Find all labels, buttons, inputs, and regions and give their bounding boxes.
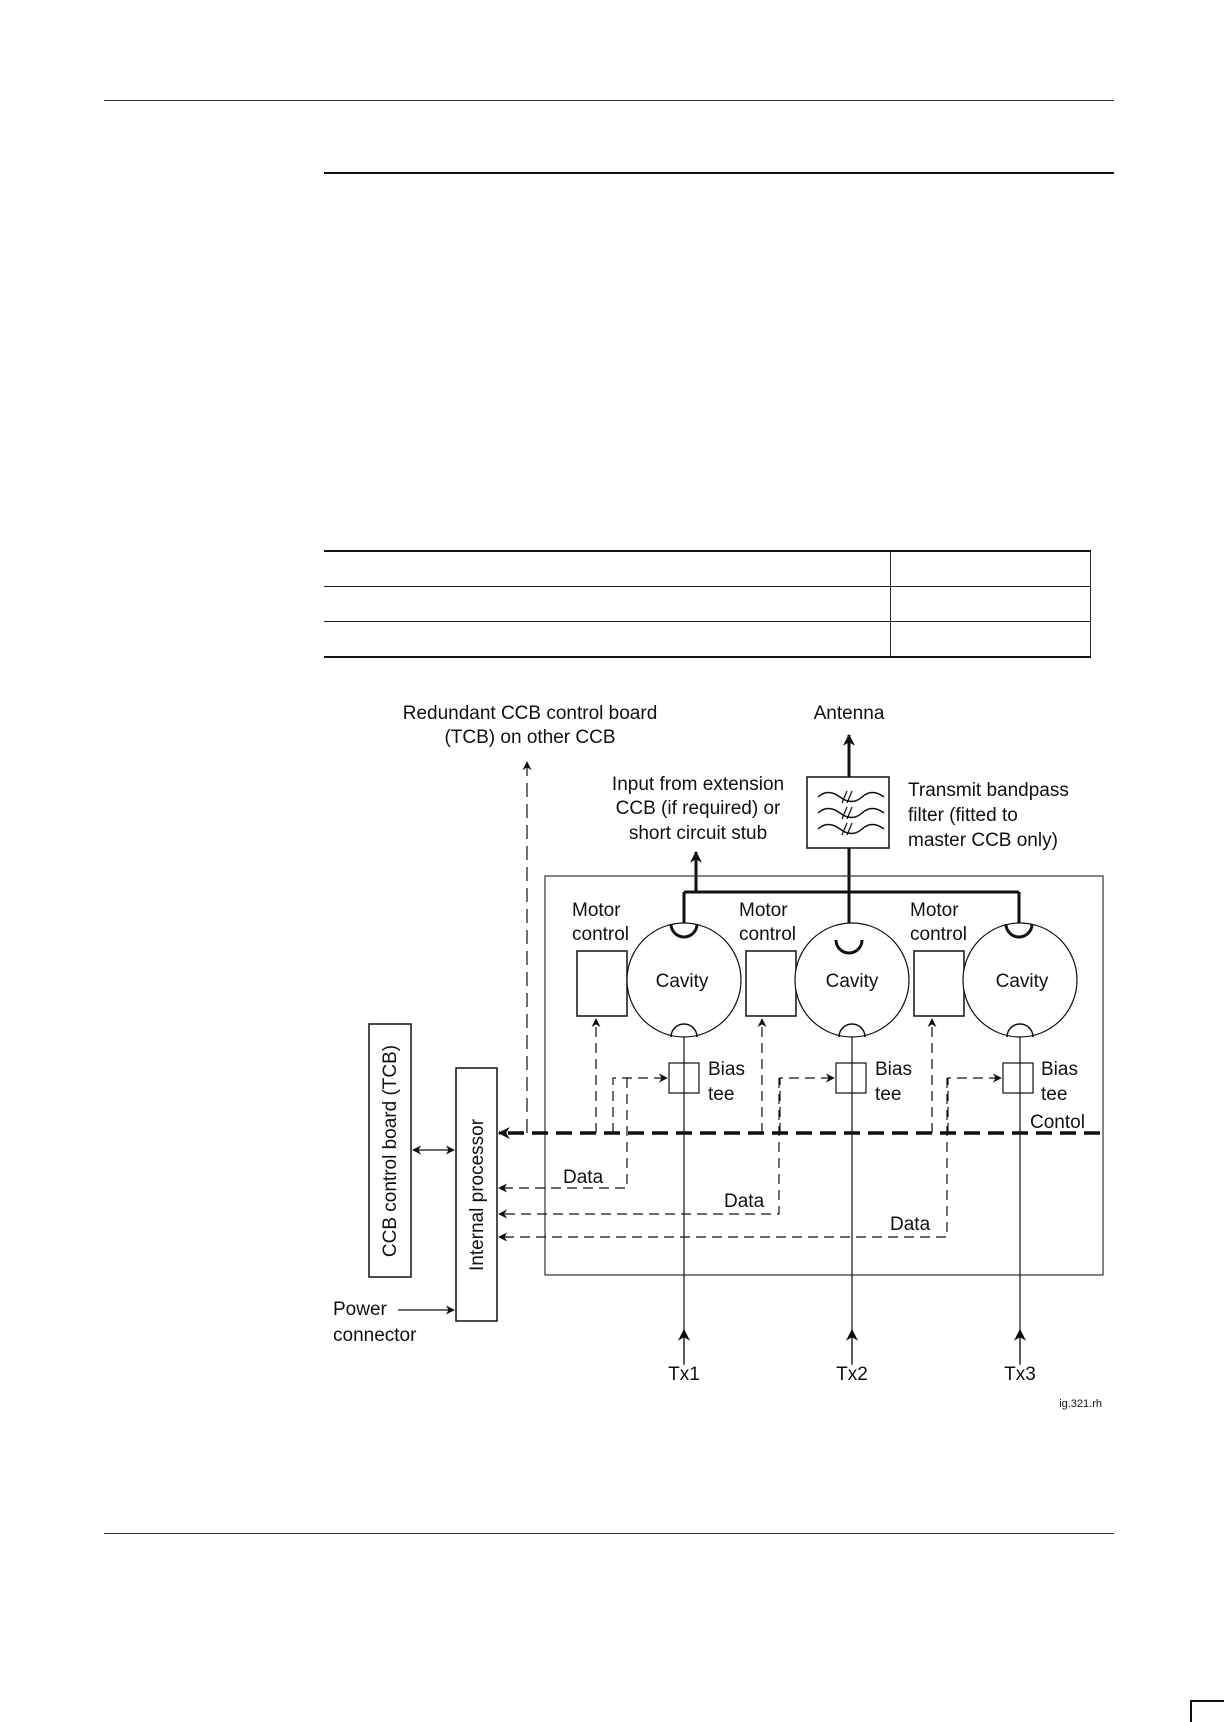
page-corner-box [1190,1700,1224,1722]
input-loop [834,939,864,955]
table-cell [324,550,891,587]
figure-reference: ig.321.rh [1059,1398,1102,1410]
control-label: Contol [1030,1112,1085,1133]
motor-control-label: control [739,924,796,945]
cavity-label: Cavity [996,971,1049,992]
redundant-tcb-label: (TCB) on other CCB [444,727,615,748]
tx2-label: Tx2 [836,1364,868,1385]
table-cell [890,621,1091,658]
input-extension-label: short circuit stub [629,823,767,844]
output-loop [670,1023,698,1038]
cavity-label: Cavity [826,971,879,992]
table-row [324,586,1091,622]
section-rule [324,172,1114,174]
bias-tee-label: tee [708,1084,734,1105]
bandpass-filter-label: master CCB only) [908,830,1058,851]
bias-tee-box [835,1062,867,1094]
table-row [324,550,1091,587]
rf-bus [682,890,1021,940]
motor-control-label: Motor [739,900,788,921]
combiner-enclosure [544,875,1104,1276]
input-extension-label: Input from extension [612,774,784,795]
motor-control-label: Motor [910,900,959,921]
bias-tee-label: Bias [875,1059,912,1080]
motor-control-box [576,950,628,1017]
bandpass-filter-label: Transmit bandpass [908,780,1069,801]
data-label: Data [724,1191,765,1212]
footer-rule [104,1533,1114,1534]
data-label: Data [890,1214,931,1235]
data-return-links [498,1078,948,1242]
power-connector-label: connector [333,1325,417,1346]
power-connector-label: Power [333,1299,388,1320]
internal-processor-label: Internal processor [467,1118,488,1271]
bias-tee-label: tee [1041,1084,1067,1105]
bias-tee-label: Bias [1041,1059,1078,1080]
bias-tee-box [1002,1062,1034,1094]
table-row [324,621,1091,658]
motor-control-links [591,1018,937,1133]
motor-control-label: Motor [572,900,621,921]
header-rule [104,100,1114,101]
bias-tee-label: tee [875,1084,901,1105]
bandpass-filter-icon [806,776,890,849]
motor-control-label: control [910,924,967,945]
cavity-label: Cavity [656,971,709,992]
bias-tee-label: Bias [708,1059,745,1080]
combiner-block-diagram: Redundant CCB control board (TCB) on oth… [333,703,1104,1410]
motor-control-box [913,950,965,1017]
redundant-tcb-label: Redundant CCB control board [403,703,658,724]
data-label: Data [563,1167,604,1188]
motor-control-label: control [572,924,629,945]
tcb-label: CCB control board (TCB) [380,1045,401,1257]
input-extension-label: CCB (if required) or [616,798,781,819]
table-cell [890,550,1091,587]
antenna-label: Antenna [814,703,885,724]
cavity-unit-2: Motor control Cavity Bias tee [739,900,912,1105]
input-loop [1004,923,1034,939]
table-cell [324,621,891,658]
bandpass-filter-label: filter (fitted to [908,805,1018,826]
tx3-label: Tx3 [1004,1364,1036,1385]
cavity-unit-1: Motor control Cavity Bias tee [572,900,745,1105]
cavity-unit-3: Motor control Cavity Bias tee [910,900,1078,1105]
internal-processor-box [455,1067,498,1322]
tx1-label: Tx1 [668,1364,700,1385]
input-loop [669,923,699,939]
bias-tee-control-links [612,1073,1002,1133]
table-cell [890,586,1091,622]
output-loop [1006,1023,1034,1038]
motor-control-box [745,950,797,1017]
blank-table [324,550,1091,658]
output-loop [838,1023,866,1038]
table-cell [324,586,891,622]
tcb-box [368,1023,412,1278]
